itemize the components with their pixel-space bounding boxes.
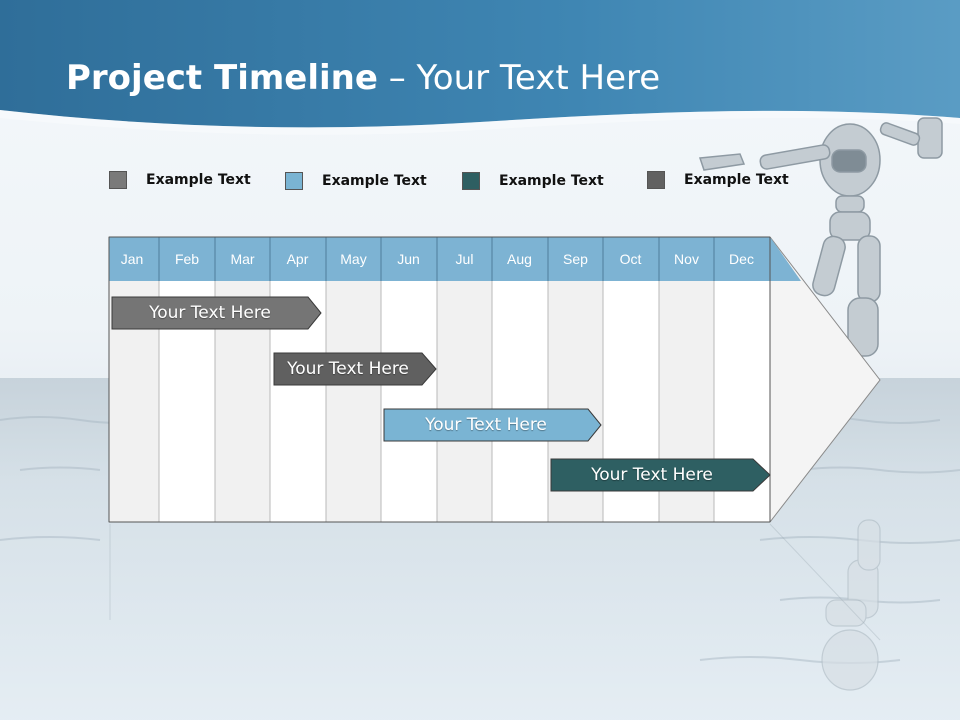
month-label: Jul <box>455 251 474 267</box>
task-bar-label: Your Text Here <box>425 415 547 435</box>
task-bar <box>383 408 602 442</box>
month-label: Mar <box>230 251 255 267</box>
legend-label: Example Text <box>499 173 604 189</box>
task-bar <box>111 296 322 330</box>
task-bar <box>273 352 437 386</box>
month-column <box>326 281 381 522</box>
title-bold: Project Timeline <box>66 58 378 98</box>
legend-label: Example Text <box>146 172 251 188</box>
legend-swatch <box>462 172 480 190</box>
task-bar-label: Your Text Here <box>149 303 271 323</box>
legend-swatch <box>109 171 127 189</box>
legend-swatch <box>647 171 665 189</box>
month-label: May <box>340 251 367 267</box>
legend-label: Example Text <box>322 173 427 189</box>
title-rest: – Your Text Here <box>377 58 661 98</box>
month-label: Jun <box>397 251 420 267</box>
month-label: Aug <box>507 251 532 267</box>
legend-swatch <box>285 172 303 190</box>
header-wave-highlight <box>0 110 960 135</box>
timeline-reflection <box>109 523 881 641</box>
month-header-band <box>109 237 801 281</box>
month-label: Apr <box>286 251 309 267</box>
month-column <box>381 281 437 522</box>
robot-reflection <box>821 519 881 691</box>
legend-item: Example Text <box>462 172 604 190</box>
legend-item: Example Text <box>285 172 427 190</box>
month-label: Oct <box>619 251 642 267</box>
legend-item: Example Text <box>647 171 789 189</box>
task-bar-label: Your Text Here <box>591 465 713 485</box>
month-column <box>437 281 492 522</box>
legend-label: Example Text <box>684 172 789 188</box>
month-label: Nov <box>674 251 699 267</box>
month-label: Sep <box>563 251 588 267</box>
legend-item: Example Text <box>109 171 251 189</box>
task-bar-label: Your Text Here <box>287 359 409 379</box>
month-column <box>492 281 548 522</box>
page-title: Project Timeline – Your Text Here <box>66 58 660 98</box>
month-label: Jan <box>120 251 144 267</box>
robot-illustration <box>698 117 943 357</box>
month-label: Feb <box>174 251 200 267</box>
header-wave <box>0 0 960 128</box>
task-bar <box>550 458 771 492</box>
month-label: Dec <box>729 251 754 267</box>
